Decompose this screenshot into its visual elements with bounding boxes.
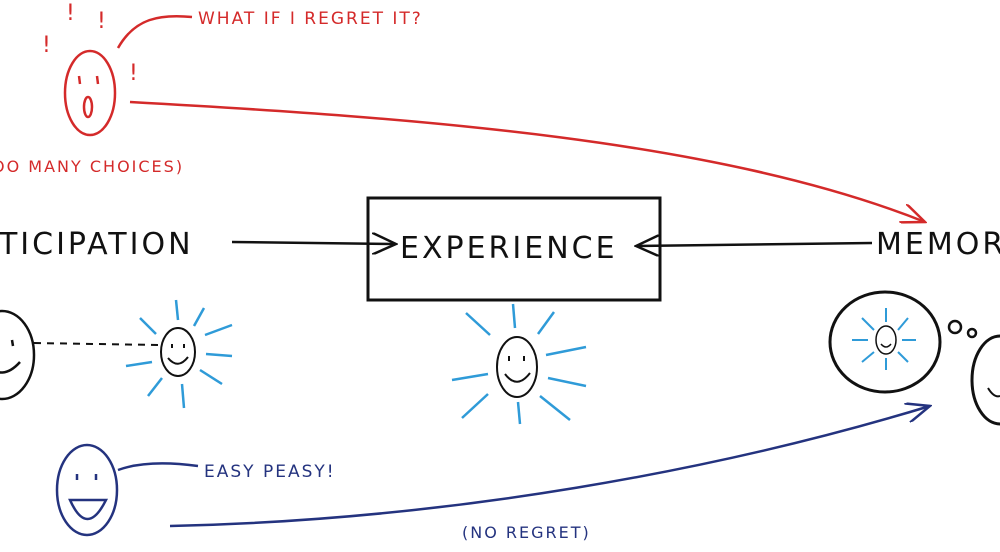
sun-face-icon xyxy=(451,303,587,425)
speech-line-red xyxy=(116,14,193,49)
no-regret-label: (NO REGRET) xyxy=(462,523,591,542)
thought-bubble-icon xyxy=(828,290,1000,426)
no-regret-arrow xyxy=(169,406,930,528)
experience-label: EXPERIENCE xyxy=(400,231,618,266)
sun-face-icon xyxy=(125,299,233,409)
exclamation-mark: ! xyxy=(97,9,106,34)
exclamation-mark: ! xyxy=(66,1,75,26)
speech-line-navy xyxy=(117,462,199,472)
regret-question-label: WHAT IF I REGRET IT? xyxy=(198,9,423,29)
exclamation-mark: ! xyxy=(129,61,138,86)
exclamation-mark: ! xyxy=(42,33,51,58)
laughing-face-icon xyxy=(55,443,119,537)
worried-face-icon xyxy=(63,49,117,137)
exclamation-marks: ! ! ! ! xyxy=(42,1,138,86)
anticipation-to-experience-arrow xyxy=(231,242,396,244)
happy-face-icon xyxy=(0,309,36,401)
anticipation-label: ANTICIPATION xyxy=(0,227,194,262)
regret-arrow xyxy=(129,100,925,222)
memory-to-experience-arrow xyxy=(636,243,873,246)
easy-peasy-label: EASY PEASY! xyxy=(204,462,336,482)
many-choices-label: (TOO MANY CHOICES) xyxy=(0,157,184,176)
memory-label: MEMORY xyxy=(876,227,1000,262)
dashed-connector xyxy=(33,342,159,346)
